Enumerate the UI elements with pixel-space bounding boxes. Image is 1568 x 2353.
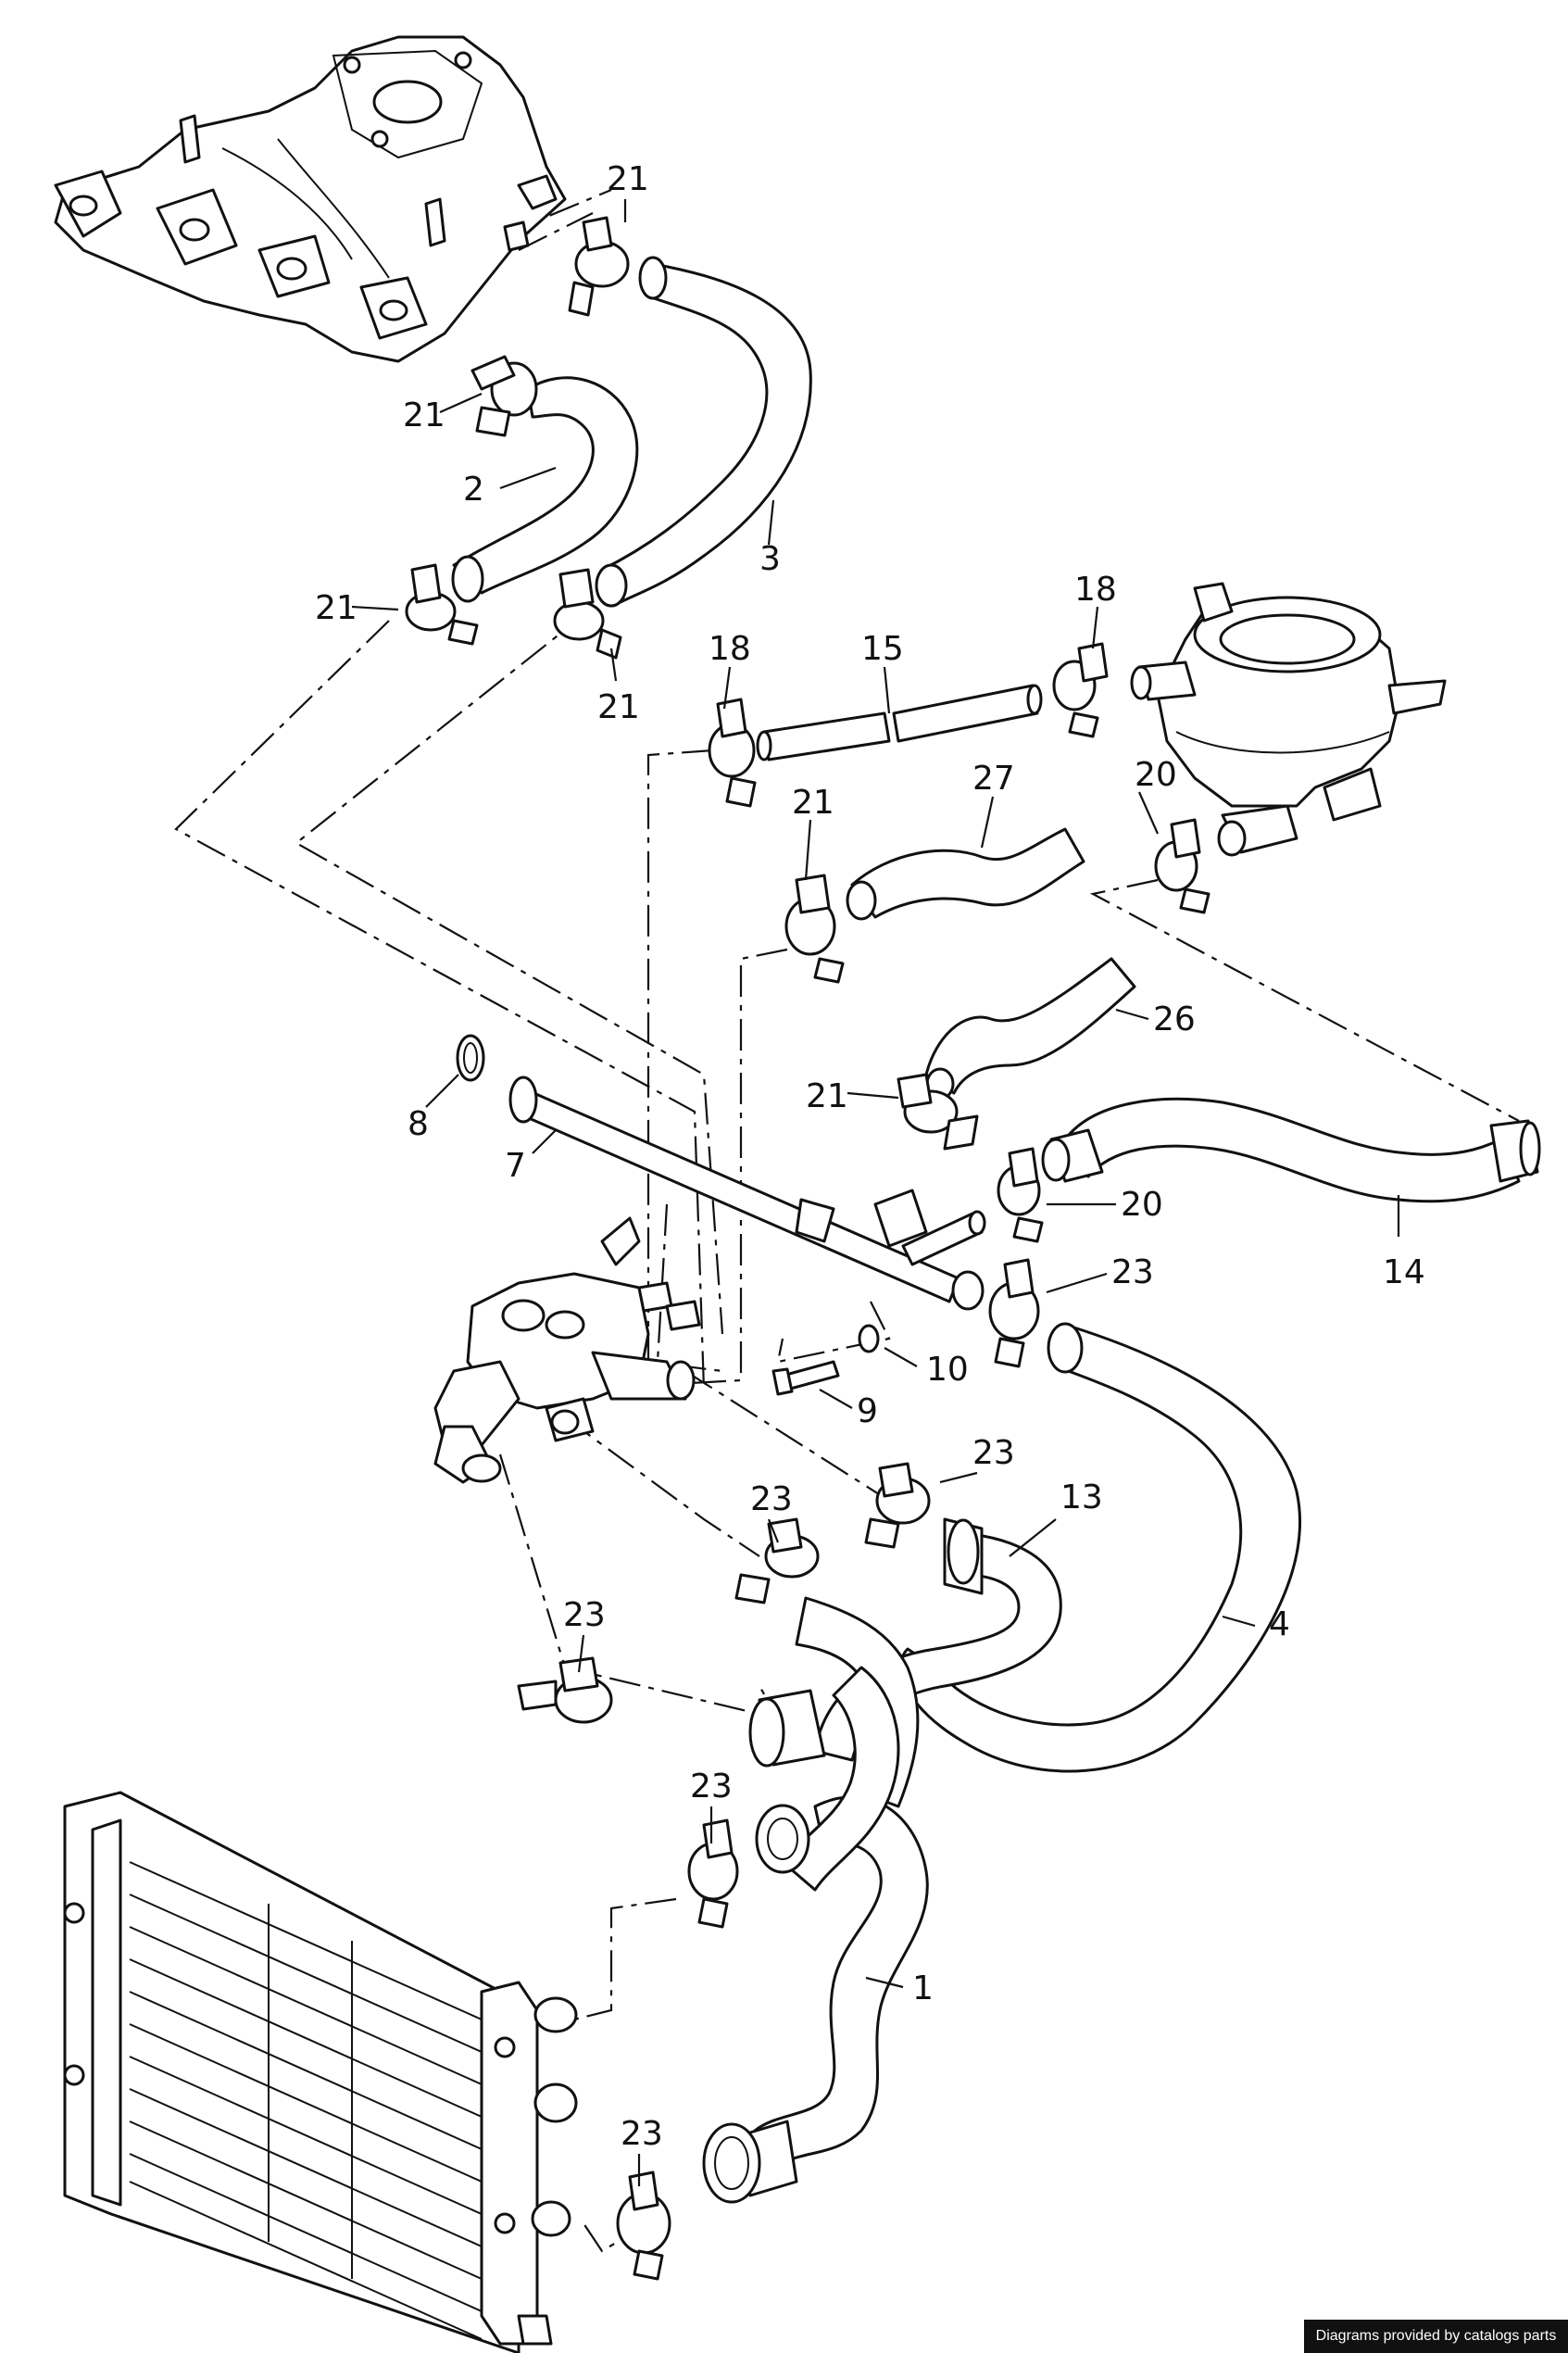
- clamp-20-pipe: [997, 1147, 1044, 1243]
- callout-8: 8: [408, 1105, 429, 1143]
- callout-15: 15: [861, 630, 904, 668]
- callout-3: 3: [759, 540, 781, 578]
- clamp-18-right: [1052, 642, 1109, 738]
- hose-14: [1041, 1097, 1541, 1203]
- callout-9: 9: [857, 1392, 878, 1430]
- callout-18-right: 18: [1074, 571, 1117, 609]
- clamp-21-mid: [553, 568, 622, 660]
- callout-7: 7: [505, 1147, 526, 1185]
- hose-radiator-upper: [755, 1666, 900, 1892]
- hose-26: [924, 957, 1136, 1101]
- credit-footer: Diagrams provided by catalogs parts: [1304, 2320, 1568, 2353]
- clamp-21-27: [784, 874, 845, 984]
- clamp-23-radiator-upper: [687, 1818, 739, 1929]
- thermostat-housing: [433, 1216, 701, 1484]
- callout-21-26: 21: [806, 1077, 848, 1115]
- callout-23-radiator-lower: 23: [621, 2115, 663, 2153]
- clamp-23-pipe: [988, 1258, 1040, 1368]
- clamp-20-tank: [1154, 818, 1210, 914]
- hose-3: [595, 256, 812, 608]
- clamp-21-left: [405, 563, 479, 646]
- callout-4: 4: [1269, 1605, 1290, 1643]
- callout-14: 14: [1383, 1253, 1425, 1291]
- callout-23-mid: 23: [750, 1480, 793, 1518]
- clamp-23-left: [517, 1656, 613, 1724]
- clamp-23-mid: [734, 1517, 820, 1604]
- callout-20-tank: 20: [1135, 756, 1177, 794]
- fitting-t-joint: [873, 1189, 986, 1266]
- callout-20-pipe: 20: [1121, 1186, 1163, 1224]
- hose-27: [846, 827, 1085, 921]
- callout-10: 10: [926, 1351, 969, 1389]
- engine-manifold: [54, 35, 567, 363]
- callout-13: 13: [1060, 1478, 1103, 1516]
- callout-23-13: 23: [972, 1434, 1015, 1472]
- clamp-21-top: [568, 216, 630, 317]
- clamp-21-26: [897, 1073, 979, 1151]
- hose-1: [702, 1795, 929, 2204]
- hose-15: [756, 684, 1043, 761]
- clamp-21-upper-left: [470, 355, 538, 437]
- callout-labels: 21 21 2 3 21 21 18 15 18 20 27 21 26 21 …: [315, 160, 1425, 2153]
- expansion-tank: [1130, 582, 1447, 857]
- callout-18-left: 18: [709, 630, 751, 668]
- callout-23-left: 23: [563, 1596, 606, 1634]
- callout-23-pipe: 23: [1111, 1253, 1154, 1291]
- callout-23-radiator-upper: 23: [690, 1768, 733, 1806]
- pipe-7: [456, 1034, 985, 1311]
- callout-21-27: 21: [792, 784, 834, 822]
- hose-2: [451, 376, 639, 603]
- clamp-23-radiator-lower: [616, 2171, 671, 2281]
- callout-21-left: 21: [315, 589, 358, 627]
- callout-2: 2: [463, 471, 484, 509]
- clamp-23-13: [864, 1462, 931, 1549]
- callout-21-top: 21: [607, 160, 649, 198]
- leader-lines: [351, 199, 1400, 2186]
- callout-26: 26: [1153, 1000, 1196, 1038]
- callout-21-upper-left: 21: [403, 396, 445, 434]
- callout-27: 27: [972, 760, 1015, 798]
- radiator: [63, 1791, 578, 2353]
- clamp-18-left: [708, 698, 757, 808]
- bolt-9-washer-10: [771, 1324, 880, 1396]
- callout-21-mid: 21: [597, 688, 640, 726]
- callout-1: 1: [912, 1969, 934, 2007]
